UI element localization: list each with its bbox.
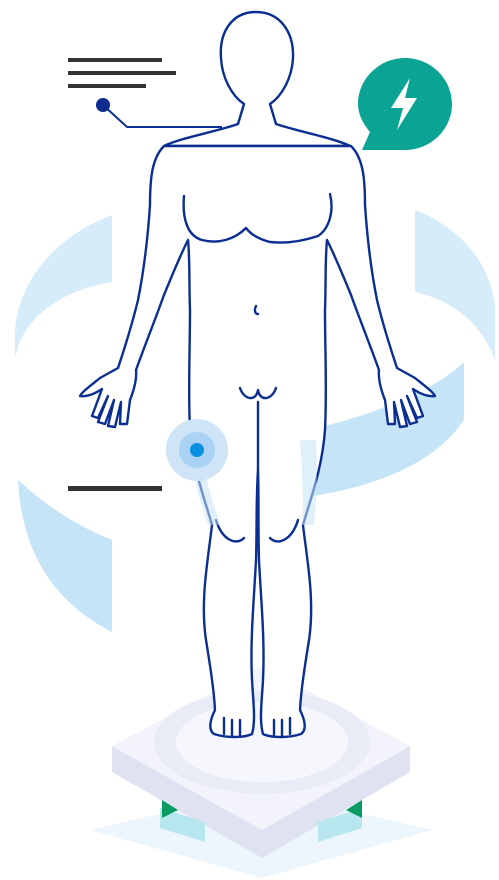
pulse-dot [190,443,204,457]
callout-marker-dot [96,98,110,112]
text-line-3 [68,84,146,88]
text-line-1 [68,58,162,62]
text-line-bottom [68,486,162,491]
callout-leader-line [103,105,222,127]
head-outline [164,12,350,146]
text-line-2 [68,71,176,75]
callout-top [68,58,222,127]
ring-back-left [15,215,112,360]
pulse-point-icon [166,419,228,481]
ring-front-left [18,480,112,632]
ring-back-right [415,210,495,360]
energy-badge [358,58,452,150]
